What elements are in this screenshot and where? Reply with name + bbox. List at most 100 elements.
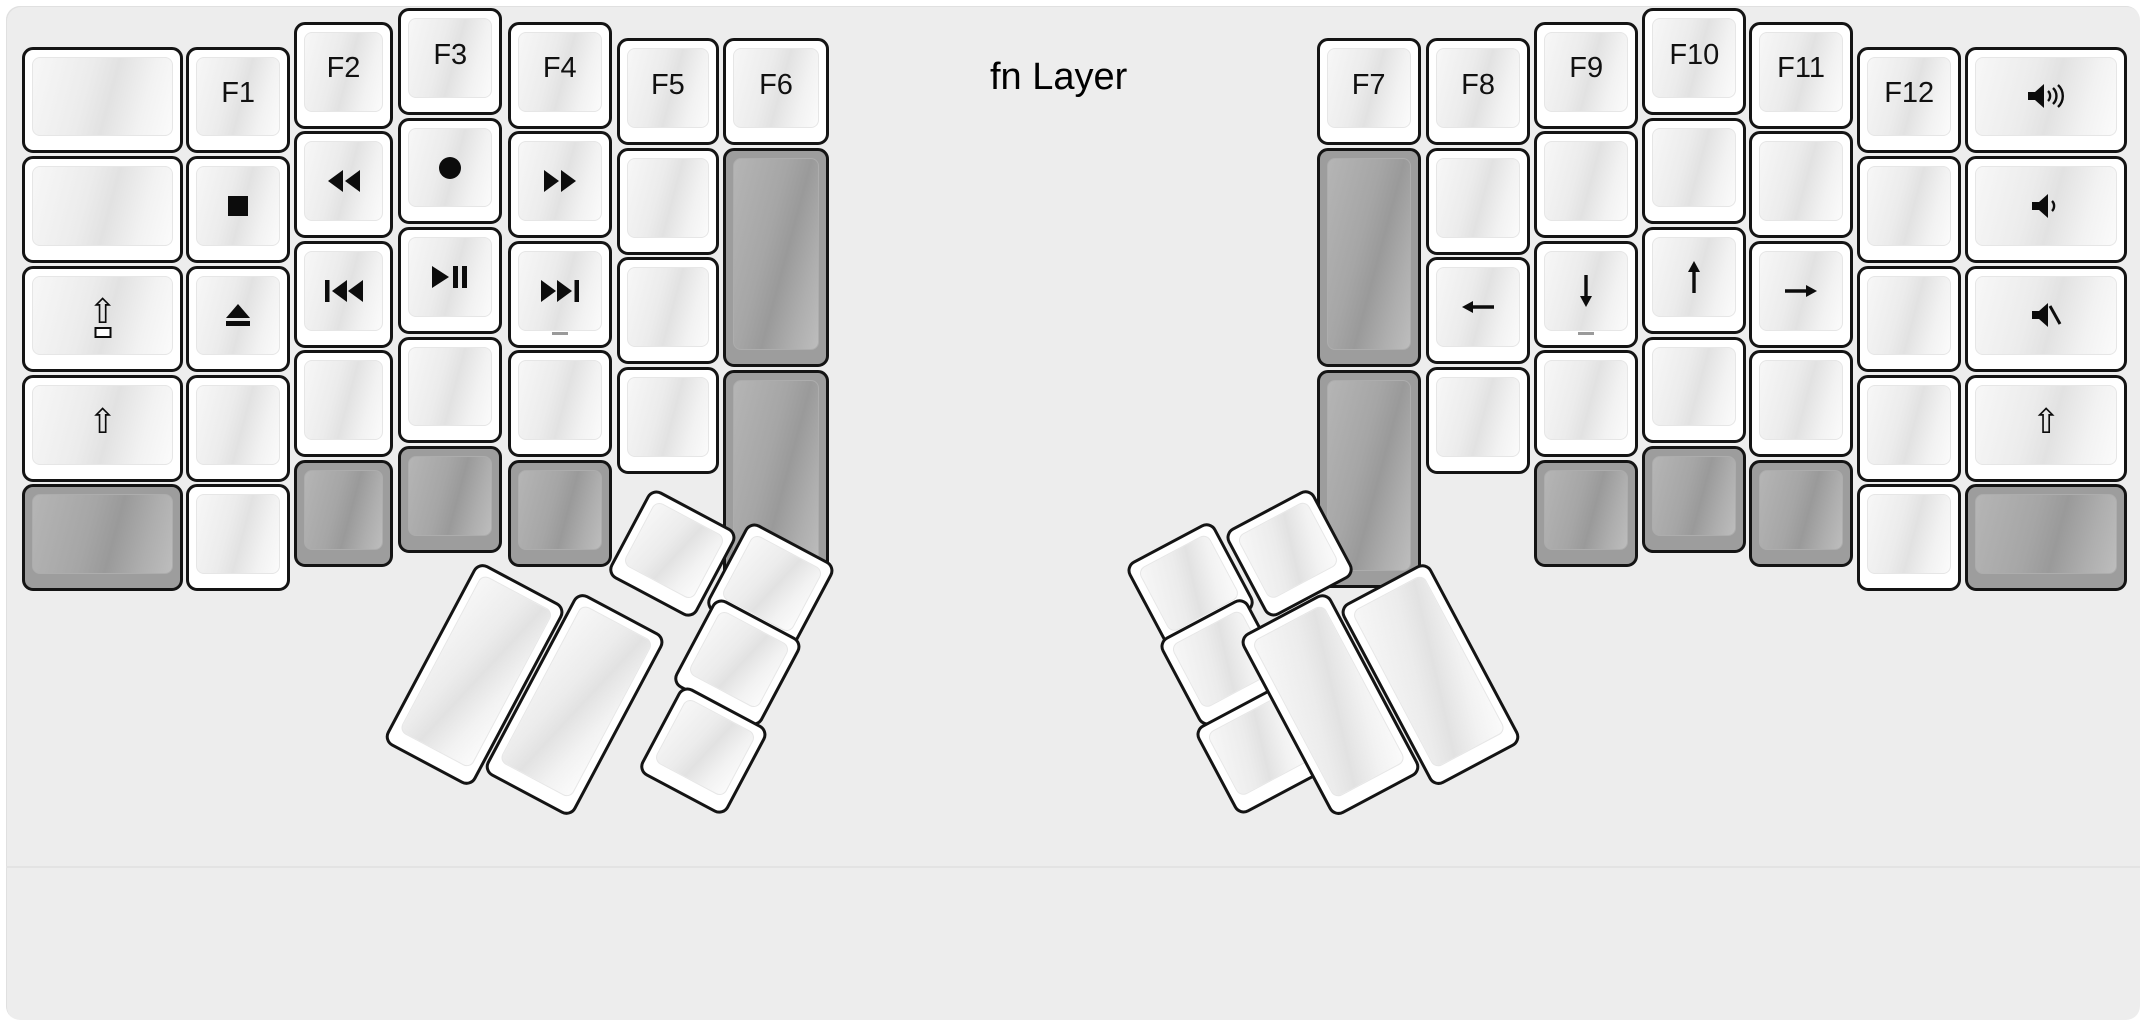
key-right-innermost-r1[interactable]: [1316, 147, 1421, 367]
key-left-inner-r2[interactable]: [617, 257, 719, 365]
keycap-surface: [1544, 250, 1629, 331]
keycap-surface: [1759, 141, 1844, 222]
key-right-inner-r0[interactable]: F8: [1426, 38, 1531, 146]
key-left-inner-r0[interactable]: F5: [617, 38, 719, 146]
keycap-surface: [304, 469, 383, 550]
key-right-pinky-outer-r1[interactable]: [1965, 156, 2127, 263]
key-right-pinky-r1[interactable]: [1857, 156, 1962, 263]
key-left-middle-r0[interactable]: F3: [398, 8, 503, 115]
keycap-surface: [1867, 56, 1952, 137]
keycap-surface: [1652, 346, 1737, 427]
key-left-index-r3[interactable]: [507, 350, 612, 458]
keycap-surface: [304, 250, 383, 331]
key-left-ring-r0[interactable]: F2: [294, 21, 393, 129]
key-left-pinky-r2[interactable]: [186, 265, 291, 373]
key-left-pinky-outer-r2[interactable]: ⇧: [21, 265, 184, 373]
keycap-surface: [1867, 385, 1952, 465]
page-title: fn Layer: [990, 56, 1128, 98]
key-left-inner-r1[interactable]: [617, 147, 719, 255]
keycap-surface: [31, 494, 174, 575]
key-right-pinky-outer-r0[interactable]: [1965, 46, 2127, 154]
keycap-surface: [732, 157, 820, 350]
key-right-pinky-outer-r4[interactable]: [1965, 484, 2127, 592]
key-right-ring-r1[interactable]: [1749, 131, 1854, 239]
key-left-innermost-r0[interactable]: F6: [722, 38, 830, 146]
key-left-inner-r3[interactable]: [617, 366, 719, 474]
key-right-ring-r2[interactable]: [1749, 240, 1854, 348]
key-right-pinky-outer-r3[interactable]: ⇧: [1965, 375, 2127, 482]
homing-bar: [1578, 331, 1595, 335]
keycap-surface: [627, 48, 709, 129]
key-left-pinky-r3[interactable]: [186, 375, 291, 482]
key-right-middle-r2[interactable]: [1642, 227, 1747, 334]
keycap-surface: [1544, 141, 1629, 222]
key-right-middle-r1[interactable]: [1642, 117, 1747, 225]
key-right-inner-r3[interactable]: [1426, 366, 1531, 474]
key-left-pinky-r1[interactable]: [186, 156, 291, 263]
key-left-ring-r4[interactable]: [294, 459, 393, 567]
key-left-ring-r1[interactable]: [294, 131, 393, 239]
key-right-pinky-r0[interactable]: F12: [1857, 46, 1962, 154]
key-left-pinky-r4[interactable]: [186, 484, 291, 592]
key-right-inner-r2[interactable]: [1426, 257, 1531, 365]
key-right-index-r2[interactable]: [1534, 240, 1639, 348]
keycap-surface: [1326, 379, 1411, 572]
key-left-ring-r3[interactable]: [294, 350, 393, 458]
key-left-ring-r2[interactable]: [294, 240, 393, 348]
keycap-surface: [196, 385, 281, 465]
key-right-index-r1[interactable]: [1534, 131, 1639, 239]
keycap-surface: [304, 141, 383, 222]
key-right-index-r0[interactable]: F9: [1534, 21, 1639, 129]
key-right-pinky-outer-r2[interactable]: [1965, 265, 2127, 373]
keycap-surface: [1975, 494, 2117, 575]
key-right-middle-r3[interactable]: [1642, 336, 1747, 444]
section-divider: [6, 866, 2140, 868]
keycap-surface: [1759, 250, 1844, 331]
key-left-middle-r1[interactable]: [398, 117, 503, 225]
keycap-surface: [408, 456, 493, 536]
key-left-pinky-outer-r4[interactable]: [21, 484, 184, 592]
key-right-middle-r4[interactable]: [1642, 446, 1747, 553]
keycap-surface: [517, 141, 602, 222]
keycap-surface: [1652, 456, 1737, 536]
key-right-index-r3[interactable]: [1534, 350, 1639, 458]
key-right-pinky-r4[interactable]: [1857, 484, 1962, 592]
keycap-surface: [196, 275, 281, 356]
key-right-ring-r0[interactable]: F11: [1749, 21, 1854, 129]
key-right-inner-r1[interactable]: [1426, 147, 1531, 255]
key-left-index-r4[interactable]: [507, 459, 612, 567]
key-left-index-r1[interactable]: [507, 131, 612, 239]
keycap-surface: [31, 385, 174, 465]
key-right-ring-r3[interactable]: [1749, 350, 1854, 458]
key-right-index-r4[interactable]: [1534, 459, 1639, 567]
key-left-middle-r4[interactable]: [398, 446, 503, 553]
homing-bar: [551, 331, 568, 335]
keycap-surface: [1326, 157, 1411, 350]
key-right-ring-r4[interactable]: [1749, 459, 1854, 567]
key-left-index-r0[interactable]: F4: [507, 21, 612, 129]
keycap-surface: [1759, 469, 1844, 550]
keycap-surface: [1436, 157, 1521, 238]
key-left-middle-r3[interactable]: [398, 336, 503, 444]
key-right-pinky-r2[interactable]: [1857, 265, 1962, 373]
key-right-middle-r0[interactable]: F10: [1642, 8, 1747, 115]
key-left-pinky-outer-r0[interactable]: [21, 46, 184, 154]
key-left-pinky-r0[interactable]: F1: [186, 46, 291, 154]
key-left-pinky-outer-r3[interactable]: ⇧: [21, 375, 184, 482]
keycap-surface: [304, 360, 383, 441]
keycap-surface: [1436, 267, 1521, 348]
key-right-innermost-r0[interactable]: F7: [1316, 38, 1421, 146]
key-left-middle-r2[interactable]: [398, 227, 503, 334]
keycap-surface: [1544, 360, 1629, 441]
keycap-surface: [196, 166, 281, 246]
keycap-surface: [408, 346, 493, 427]
keycap-surface: [1975, 166, 2117, 246]
key-left-innermost-r1[interactable]: [722, 147, 830, 367]
key-left-index-r2[interactable]: [507, 240, 612, 348]
key-left-pinky-outer-r1[interactable]: [21, 156, 184, 263]
keycap-surface: [517, 250, 602, 331]
keycap-surface: [1544, 469, 1629, 550]
keycap-surface: [517, 31, 602, 112]
key-right-pinky-r3[interactable]: [1857, 375, 1962, 482]
